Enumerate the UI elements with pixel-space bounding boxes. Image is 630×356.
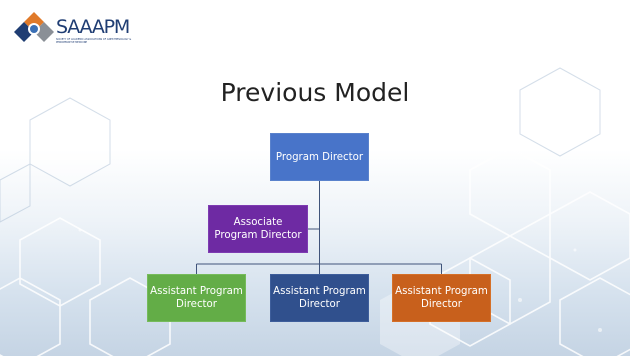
logo-wordmark: SAAAPM	[56, 16, 130, 38]
assistant-program-director-box-1: Assistant Program Director	[147, 274, 246, 322]
logo-subtitle: SOCIETY OF ACADEMIC ASSOCIATIONS OF ANES…	[56, 38, 132, 44]
logo-diamond-icon	[14, 12, 54, 42]
saaapm-logo: SAAAPM SOCIETY OF ACADEMIC ASSOCIATIONS …	[14, 10, 144, 48]
program-director-box: Program Director	[270, 133, 369, 181]
assistant-program-director-box-3: Assistant Program Director	[392, 274, 491, 322]
assistant-program-director-box-2: Assistant Program Director	[270, 274, 369, 322]
slide-title: Previous Model	[220, 78, 410, 107]
associate-program-director-box: Associate Program Director	[208, 205, 308, 253]
